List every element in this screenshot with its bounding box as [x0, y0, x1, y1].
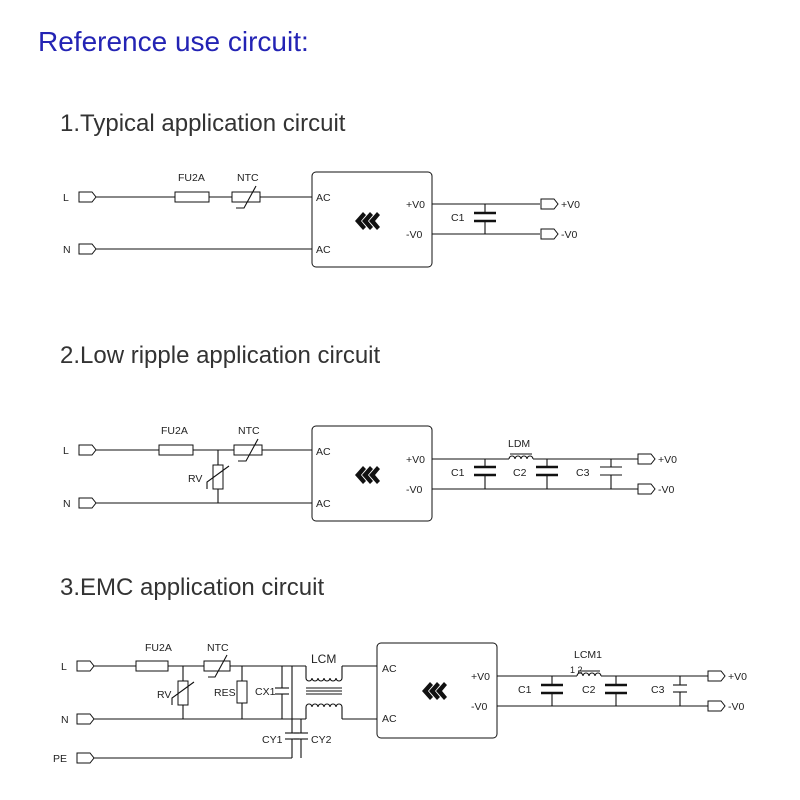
label-n: N	[61, 714, 69, 726]
section-title-emc: 3.EMC application circuit	[60, 574, 325, 601]
label-c2: C2	[513, 467, 527, 479]
section-title-typical: 1.Typical application circuit	[60, 110, 346, 137]
label-c2: C2	[582, 684, 596, 696]
terminal-vplus	[540, 198, 559, 210]
label-out-vplus: +V0	[561, 199, 580, 211]
label-n: N	[63, 244, 71, 256]
label-c3: C3	[576, 467, 590, 479]
label-lcm1-pins: 1 2	[570, 665, 583, 675]
pin-ac-top: AC	[382, 663, 397, 675]
pin-vminus: -V0	[406, 484, 423, 496]
terminal-pe	[76, 752, 95, 764]
pin-vplus: +V0	[406, 454, 425, 466]
label-rv: RV	[188, 473, 202, 485]
label-ldm: LDM	[508, 438, 530, 450]
terminal-vplus	[707, 670, 726, 682]
label-c1: C1	[451, 212, 465, 224]
label-lcm: LCM	[311, 652, 336, 666]
pin-vplus: +V0	[471, 671, 490, 683]
label-rv: RV	[157, 689, 171, 701]
inductor-lcm1	[576, 672, 602, 677]
label-c1: C1	[518, 684, 532, 696]
ntc-thermistor	[203, 660, 231, 672]
pin-ac-bottom: AC	[382, 713, 397, 725]
label-res: RES	[214, 687, 236, 699]
inductor-ldm	[508, 455, 534, 460]
pin-vminus: -V0	[471, 701, 488, 713]
circuit-emc: L FU2A NTC N PE RV	[53, 642, 747, 765]
label-out-vminus: -V0	[658, 484, 675, 496]
label-out-vminus: -V0	[561, 229, 578, 241]
ntc-thermistor	[233, 444, 263, 456]
pin-vminus: -V0	[406, 229, 423, 241]
terminal-n	[76, 713, 95, 725]
circuit-typical: L FU2A NTC N AC AC +V0 -V0	[63, 171, 580, 268]
terminal-vminus	[707, 700, 726, 712]
label-n: N	[63, 498, 71, 510]
terminal-l	[78, 444, 97, 456]
label-fuse: FU2A	[178, 172, 205, 184]
inductor-lcm-bottom	[305, 703, 343, 719]
terminal-vminus	[540, 228, 559, 240]
ntc-thermistor	[231, 191, 261, 203]
pin-ac-top: AC	[316, 446, 331, 458]
label-l: L	[63, 192, 69, 204]
inductor-lcm-top	[305, 666, 343, 682]
label-pe: PE	[53, 753, 67, 765]
label-cx1: CX1	[255, 686, 276, 698]
label-c3: C3	[651, 684, 665, 696]
pin-ac-top: AC	[316, 192, 331, 204]
section-title-low-ripple: 2.Low ripple application circuit	[60, 342, 381, 369]
fuse	[158, 444, 194, 456]
terminal-vplus	[637, 453, 656, 465]
label-cy2: CY2	[311, 734, 332, 746]
label-cy1: CY1	[262, 734, 283, 746]
label-lcm1: LCM1	[574, 649, 602, 661]
label-out-vplus: +V0	[728, 671, 747, 683]
terminal-n	[78, 243, 97, 255]
label-fuse: FU2A	[145, 642, 172, 654]
label-c1: C1	[451, 467, 465, 479]
pin-ac-bottom: AC	[316, 498, 331, 510]
label-ntc: NTC	[238, 425, 260, 437]
pin-ac-bottom: AC	[316, 244, 331, 256]
circuit-low-ripple: L FU2A NTC RV N AC AC +V0 -V0	[63, 425, 677, 522]
terminal-l	[76, 660, 95, 672]
label-fuse: FU2A	[161, 425, 188, 437]
terminal-l	[78, 191, 97, 203]
page-heading: Reference use circuit:	[38, 26, 309, 57]
label-ntc: NTC	[207, 642, 229, 654]
label-out-vminus: -V0	[728, 701, 745, 713]
label-l: L	[63, 445, 69, 457]
terminal-n	[78, 497, 97, 509]
fuse	[174, 191, 210, 203]
terminal-vminus	[637, 483, 656, 495]
label-ntc: NTC	[237, 172, 259, 184]
resistor-res	[236, 680, 248, 704]
pin-vplus: +V0	[406, 199, 425, 211]
label-l: L	[61, 661, 67, 673]
label-out-vplus: +V0	[658, 454, 677, 466]
fuse	[135, 660, 169, 672]
